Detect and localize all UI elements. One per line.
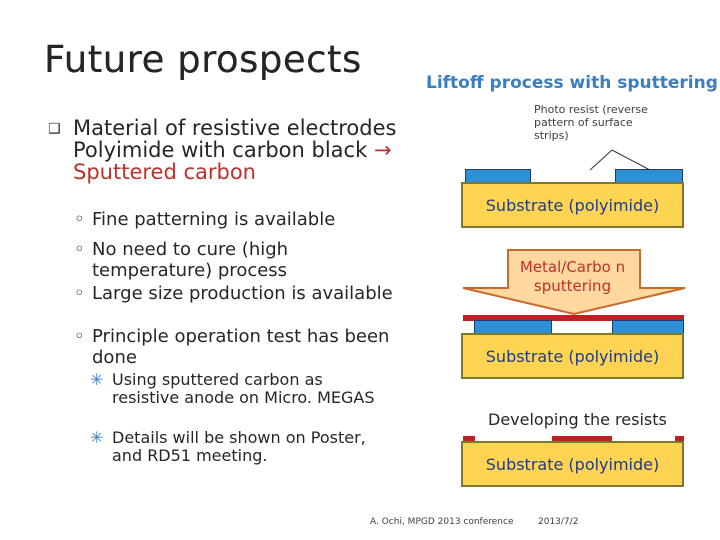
pointer-line (589, 149, 613, 171)
carbon-strip (463, 436, 475, 442)
arrow-glyph: → (373, 138, 392, 162)
sub-sub-bullet: ✳ Details will be shown on Poster, and R… (90, 428, 366, 465)
photo-resist-strip (465, 169, 531, 183)
carbon-strip (552, 436, 612, 442)
chevron-bullet-icon: ✳ (90, 428, 104, 447)
circle-bullet-icon: ◦ (74, 209, 85, 230)
footer-date: 2013/7/2 (538, 517, 579, 527)
sputtering-label: Metal/Carbo n sputtering (519, 258, 626, 295)
footer-author: A. Ochi, MPGD 2013 conference (370, 517, 514, 527)
carbon-strip (675, 436, 684, 442)
bullet-icon: ❑ (48, 121, 61, 137)
sub-bullet: ◦ Fine patterning is available (74, 209, 336, 230)
photo-resist-strip (615, 169, 683, 183)
sub-bullet: ◦ Large size production is available (74, 283, 393, 304)
sub-bullet: ◦ Principle operation test has been done (74, 326, 390, 368)
substrate-step1: Substrate (polyimide) (461, 182, 684, 228)
page-title: Future prospects (44, 38, 362, 81)
photo-resist-note: Photo resist (reverse pattern of surface… (534, 103, 648, 142)
sub-bullet: ◦ No need to cure (high temperature) pro… (74, 239, 289, 281)
developing-label: Developing the resists (488, 410, 667, 429)
substrate-step3: Substrate (polyimide) (461, 441, 684, 487)
sub-sub-bullet: ✳ Using sputtered carbon as resistive an… (90, 370, 375, 407)
sputtering-arrow (462, 249, 686, 316)
circle-bullet-icon: ◦ (74, 283, 85, 304)
pointer-line (611, 149, 651, 171)
main-bullet-line1: Material of resistive electrodes (73, 116, 397, 140)
photo-resist-strip (612, 320, 684, 334)
chevron-bullet-icon: ✳ (90, 370, 104, 389)
circle-bullet-icon: ◦ (74, 239, 85, 260)
circle-bullet-icon: ◦ (74, 326, 85, 347)
substrate-step2: Substrate (polyimide) (461, 333, 684, 379)
carbon-layer (463, 315, 684, 321)
main-bullet: Material of resistive electrodes Polyimi… (73, 117, 403, 183)
main-bullet-highlight: Sputtered carbon (73, 160, 256, 184)
diagram-title: Liftoff process with sputtering (426, 73, 718, 93)
main-bullet-line2: Polyimide with carbon black (73, 138, 374, 162)
photo-resist-strip (474, 320, 552, 334)
